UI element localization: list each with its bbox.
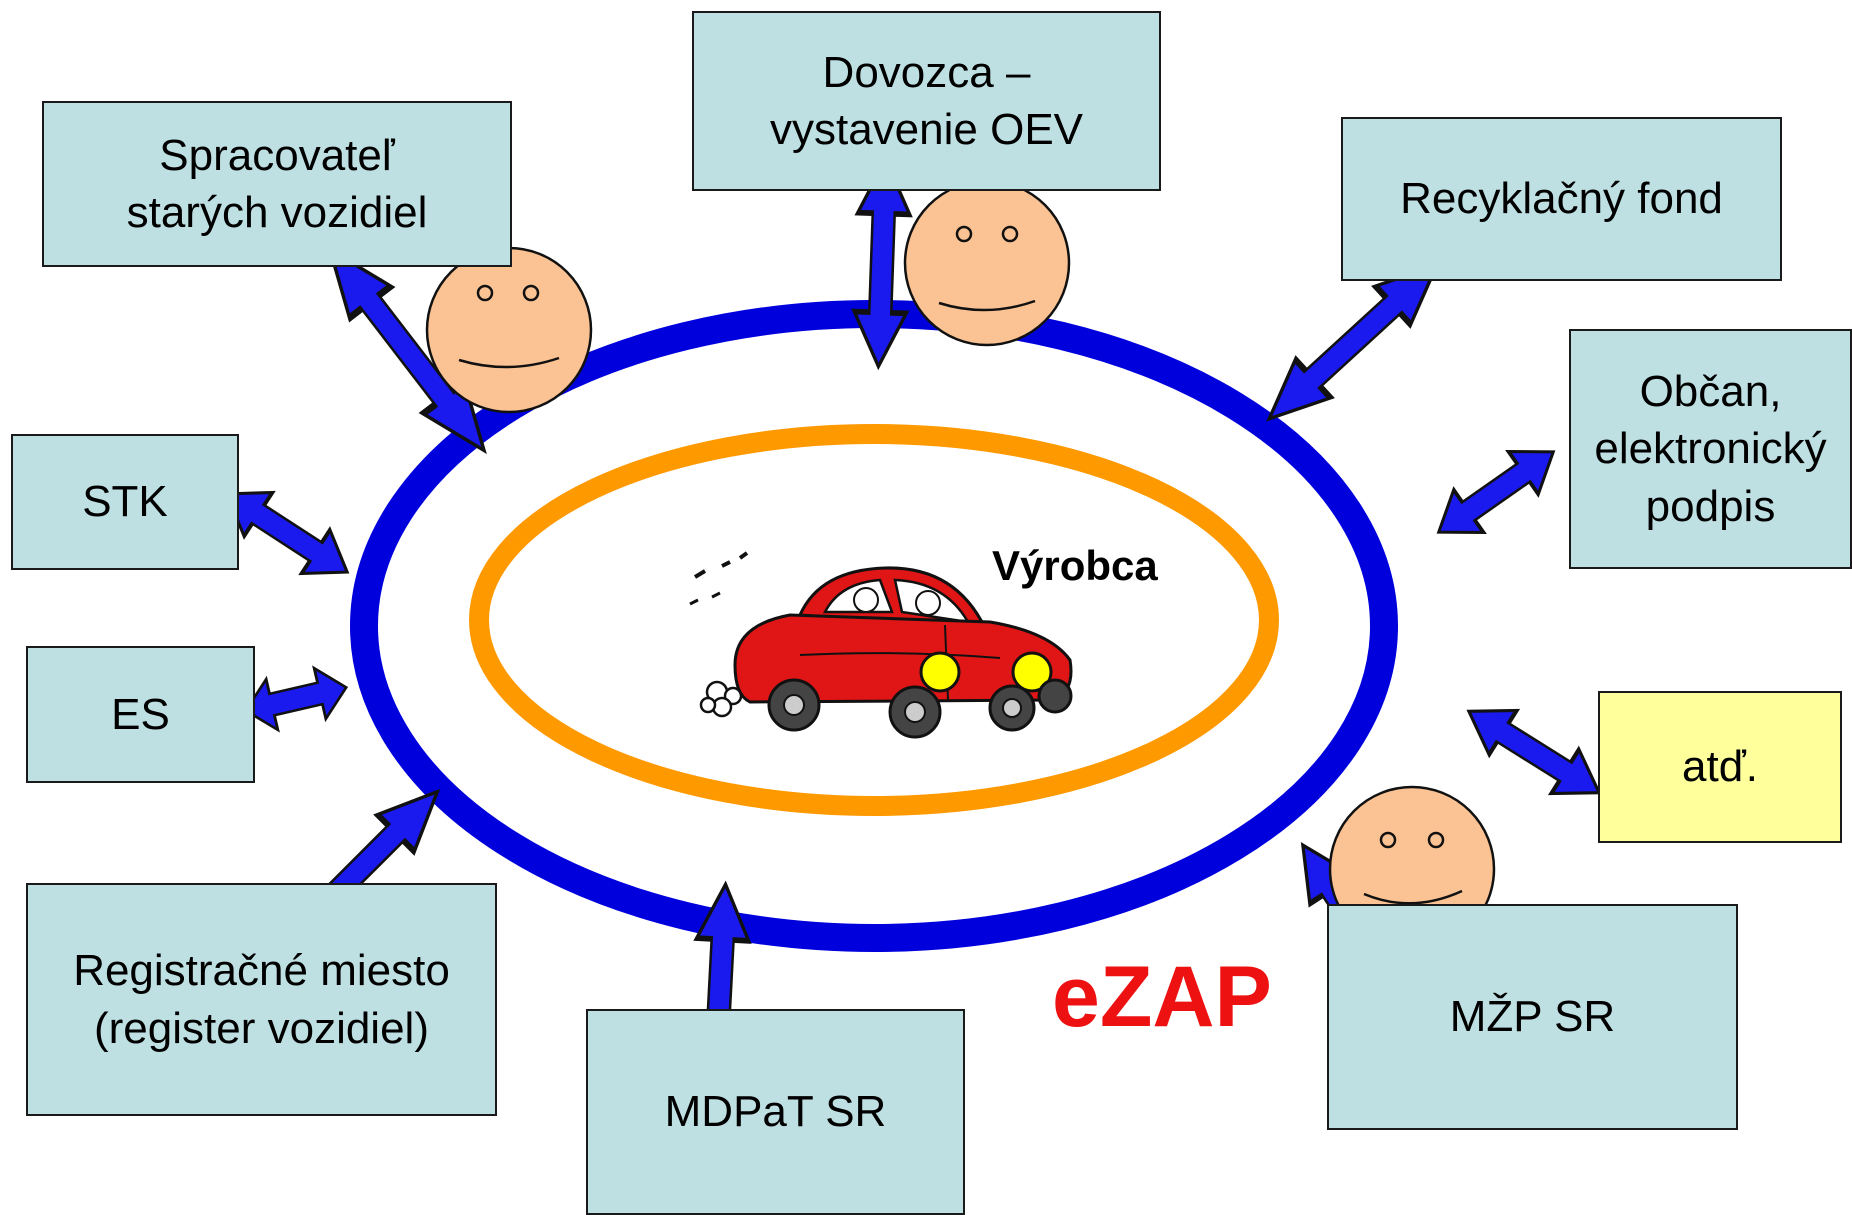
smiley-face-icon xyxy=(903,179,1071,347)
inner-ring xyxy=(469,424,1279,816)
node-spracovatel: Spracovateľ starých vozidiel xyxy=(42,101,512,267)
node-recyklacny: Recyklačný fond xyxy=(1341,117,1782,281)
node-dovozca: Dovozca – vystavenie OEV xyxy=(692,11,1161,191)
arrow-es xyxy=(238,660,354,738)
red-car-icon xyxy=(689,551,1073,739)
arrow-atd xyxy=(1453,687,1615,817)
system-name-label: eZAP xyxy=(1052,949,1272,1045)
node-mzp: MŽP SR xyxy=(1327,904,1738,1130)
node-mdpat: MDPaT SR xyxy=(586,1009,965,1215)
node-stk: STK xyxy=(11,434,239,570)
arrow-obcan xyxy=(1422,428,1570,556)
smiley-face-icon xyxy=(425,246,593,414)
node-registracne: Registračné miesto (register vozidiel) xyxy=(26,883,497,1116)
node-es: ES xyxy=(26,646,255,783)
center-label: Výrobca xyxy=(992,542,1158,589)
node-atd: atď. xyxy=(1598,691,1842,843)
node-obcan: Občan, elektronický podpis xyxy=(1569,329,1852,569)
